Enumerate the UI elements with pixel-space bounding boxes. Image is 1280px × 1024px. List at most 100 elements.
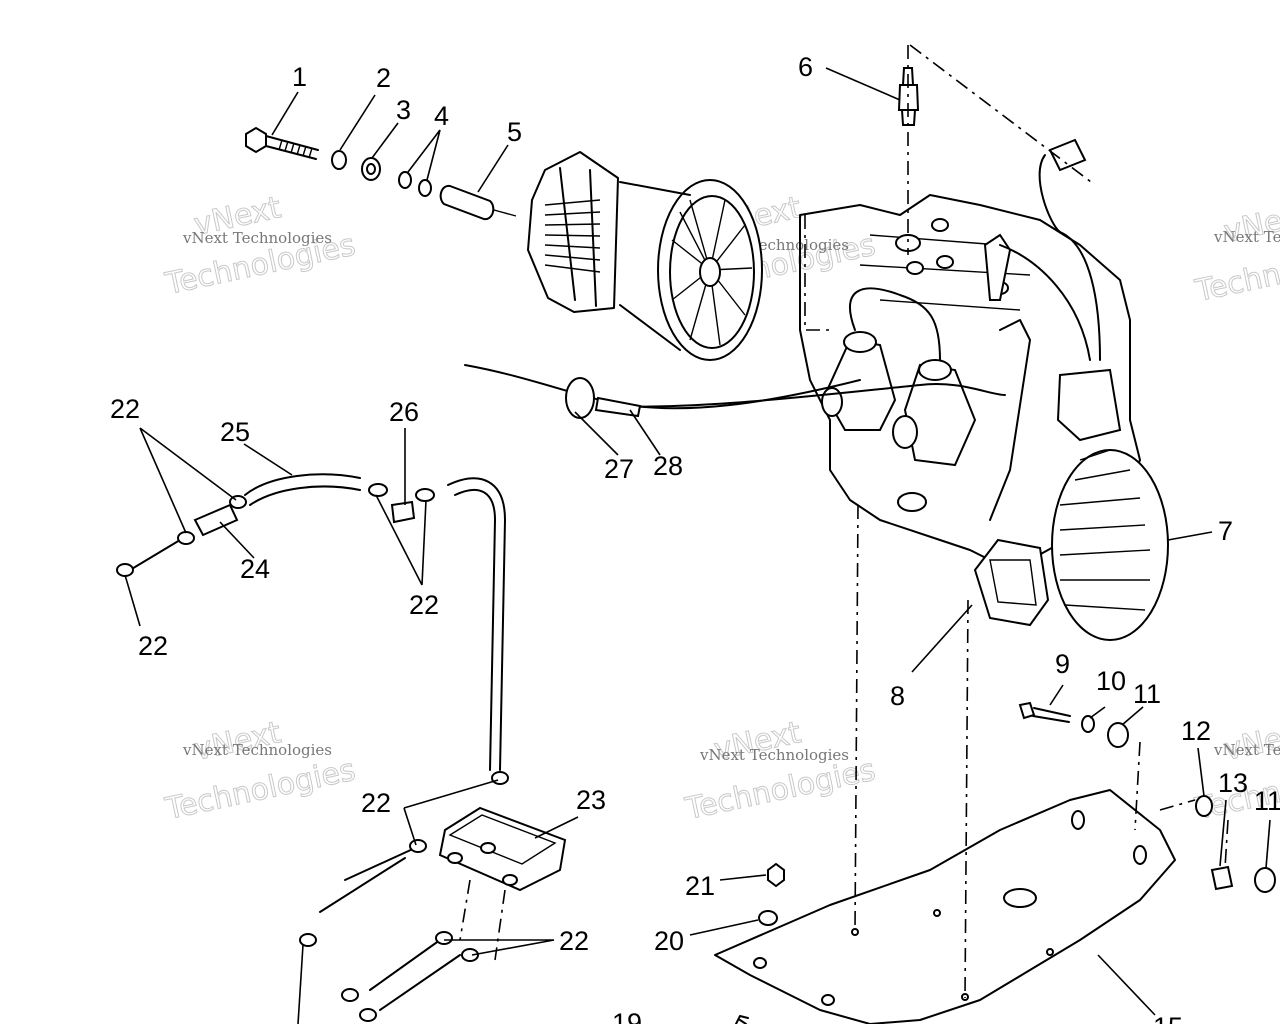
leader-13	[1219, 799, 1227, 867]
leader-3	[371, 122, 399, 159]
leader-21	[719, 874, 767, 881]
callout-2: 2	[376, 63, 391, 93]
mount-bolt-head	[1018, 701, 1036, 720]
spacer-washer-hole	[366, 163, 376, 175]
callout-9: 9	[1055, 649, 1070, 679]
drive-clutch-bolt-assembly	[245, 126, 517, 221]
callout-20: 20	[654, 926, 684, 956]
carb-bowl	[821, 387, 843, 417]
head-bolt	[936, 255, 954, 269]
head-bolt	[931, 218, 949, 232]
mount-plate-stud	[851, 928, 859, 936]
watermark-company: vNext Technologies	[182, 229, 332, 247]
leader-lines	[124, 67, 1271, 1024]
recoil-starter	[1051, 449, 1169, 641]
callout-5: 5	[507, 117, 522, 147]
spark-plug-body	[897, 84, 920, 111]
mount-spacer	[1210, 865, 1234, 891]
fuel-pump-body	[438, 806, 567, 892]
leader-27	[574, 411, 619, 456]
alignment-line	[964, 599, 969, 999]
drive-clutch	[527, 151, 763, 361]
plug-cap-wire	[1038, 154, 1061, 233]
mount-plate-stud	[1046, 948, 1054, 956]
callout-22: 22	[110, 394, 140, 424]
clutch-rails	[559, 167, 597, 307]
callout-6: 6	[798, 52, 813, 82]
callout-27: 27	[604, 454, 634, 484]
ignition-coil	[1056, 368, 1122, 442]
callout-3: 3	[396, 95, 411, 125]
alignment-line	[909, 44, 1096, 186]
callout-24: 24	[240, 554, 270, 584]
leader-2	[339, 94, 376, 151]
clutch-edges	[619, 181, 691, 351]
callout-11: 11	[1133, 679, 1161, 709]
alignment-lines	[804, 44, 1096, 999]
leader-25	[243, 443, 293, 476]
mount-plate-stud	[933, 909, 941, 917]
leader-12	[1197, 747, 1205, 797]
hose-clamp	[415, 488, 435, 502]
fuel-pump-port	[480, 842, 496, 854]
throttle-cables	[464, 364, 1006, 419]
hose-clamp	[341, 988, 359, 1002]
engine-mount-boss	[897, 492, 927, 512]
mount-hardware	[735, 701, 1276, 1024]
callout-22: 22	[138, 631, 168, 661]
clutch-housing	[527, 151, 619, 313]
callout-8: 8	[890, 681, 905, 711]
callout-15: 15	[1153, 1012, 1183, 1024]
hose-clamp	[368, 483, 388, 497]
leader-22a	[139, 427, 237, 534]
hose-clamp	[299, 933, 317, 947]
lock-nut	[767, 862, 785, 888]
leader-22d	[403, 779, 499, 846]
callout-10: 10	[1096, 666, 1126, 696]
hose-routing-line	[459, 879, 506, 961]
throttle-cable	[464, 364, 861, 410]
fuel-pump-port	[447, 852, 463, 864]
leader-28	[629, 409, 661, 456]
hose-clamp	[116, 563, 134, 577]
cable-sleeve	[594, 396, 642, 418]
bolt-head	[245, 126, 267, 154]
mount-nut	[1254, 867, 1276, 893]
watermark-word: Technologies	[162, 753, 359, 828]
mount-plate-hole	[1071, 810, 1085, 830]
carb-bowl	[892, 415, 918, 449]
lock-washer	[758, 910, 778, 926]
leader-7	[1167, 531, 1213, 541]
callout-13: 13	[1218, 768, 1248, 798]
callout-12: 12	[1181, 716, 1211, 746]
callout-4: 4	[434, 101, 449, 131]
mount-plate-hole	[821, 994, 835, 1006]
head-bolt	[906, 261, 924, 275]
clutch-hub	[699, 257, 721, 287]
mount-plate-hole	[753, 957, 767, 969]
leader-6	[825, 67, 901, 101]
fuel-pump-top	[448, 814, 557, 865]
leader-15	[1097, 954, 1156, 1016]
callout-21: 21	[685, 871, 715, 901]
sheave-ribs	[671, 199, 753, 346]
pulse-hose	[447, 477, 506, 771]
hose-clamp	[177, 531, 195, 545]
clutch-spring	[544, 199, 601, 273]
carb-top-cap	[918, 359, 952, 381]
spark-plug-thread	[900, 109, 917, 126]
mount-washer	[1081, 715, 1095, 733]
watermark-company: vNext Technologies	[1213, 228, 1280, 246]
carburetors	[821, 287, 977, 467]
engine-mount-plate	[714, 789, 1176, 1024]
callout-7: 7	[1218, 516, 1233, 546]
mount-washer	[1195, 795, 1213, 817]
callout-23: 23	[576, 785, 606, 815]
callout-22: 22	[559, 926, 589, 956]
spark-plug-boot	[983, 233, 1012, 301]
watermark-company: vNext Technologies	[699, 746, 849, 764]
leader-20	[689, 919, 759, 936]
fan-fins	[1059, 449, 1151, 611]
fuel-hose-edge	[249, 485, 361, 506]
alignment-line	[804, 215, 830, 331]
